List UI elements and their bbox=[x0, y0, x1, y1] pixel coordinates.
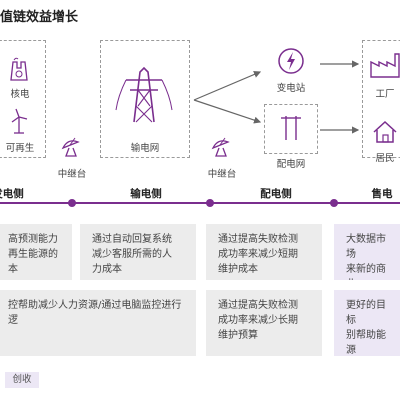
benefit-card: 高预测能力 再生能源的 本 bbox=[0, 224, 72, 280]
stage-header-transmission: 输电侧 bbox=[130, 188, 162, 200]
transmission-box bbox=[100, 40, 190, 158]
customer-arrows bbox=[320, 60, 360, 134]
benefit-card: 通过自动回复系统 减少客服所需的人 力成本 bbox=[80, 224, 196, 280]
timeline-dot bbox=[330, 199, 338, 207]
house-icon bbox=[373, 120, 397, 143]
benefit-text: 更好的目标 别帮助能源 售，实现盈利 bbox=[346, 300, 386, 356]
page-title: 值链效益增长 bbox=[0, 10, 79, 25]
distribution-box bbox=[264, 104, 318, 154]
legend-tag-revenue: 创收 bbox=[5, 372, 39, 388]
flow-arrows bbox=[193, 71, 262, 124]
stage-header-generation: 发电侧 bbox=[0, 188, 24, 200]
stage-header-distribution: 配电侧 bbox=[260, 188, 292, 200]
satellite-dish-icon bbox=[61, 137, 80, 157]
transmission-tower-icon bbox=[115, 66, 173, 123]
node-label-transmission: 输电网 bbox=[130, 143, 160, 154]
node-label-relay-left: 中继台 bbox=[57, 169, 87, 180]
timeline-dot bbox=[68, 199, 76, 207]
benefit-card: 更好的目标 别帮助能源 售，实现盈利 bbox=[334, 290, 400, 356]
benefit-text: 大数据市场 来新的商业 bbox=[346, 234, 386, 280]
benefit-card: 大数据市场 来新的商业 bbox=[334, 224, 400, 280]
generation-box bbox=[0, 40, 46, 158]
customers-box bbox=[362, 40, 400, 158]
benefit-text: 控帮助减少人力资源/通过电脑监控进行 逻 bbox=[8, 300, 182, 326]
distribution-pole-icon bbox=[281, 116, 301, 140]
benefit-card: 通过提高失败检测 成功率来减少短期 维护成本 bbox=[206, 224, 322, 280]
timeline-bar bbox=[0, 202, 400, 204]
node-label-distribution: 配电网 bbox=[276, 159, 306, 170]
stage-header-retail: 售电 bbox=[371, 188, 393, 200]
wind-turbine-icon bbox=[11, 108, 28, 134]
benefit-text: 通过提高失败检测 成功率来减少短期 维护成本 bbox=[218, 234, 298, 275]
node-label-relay-right: 中继台 bbox=[207, 169, 237, 180]
benefit-card: 通过提高失败检测 成功率来减少长期 维护预算 bbox=[206, 290, 322, 356]
node-label-residents: 居民 bbox=[375, 153, 395, 164]
factory-icon bbox=[370, 53, 400, 78]
benefit-text: 高预测能力 再生能源的 本 bbox=[8, 234, 58, 275]
node-label-substation: 变电站 bbox=[276, 83, 306, 94]
benefit-card: 控帮助减少人力资源/通过电脑监控进行 逻 bbox=[0, 290, 196, 356]
timeline-dot bbox=[206, 199, 214, 207]
node-label-nuclear: 核电 bbox=[10, 89, 30, 100]
node-label-factory: 工厂 bbox=[375, 89, 395, 100]
node-label-renewable: 可再生 bbox=[5, 143, 35, 154]
substation-icon bbox=[278, 48, 304, 74]
benefit-text: 通过提高失败检测 成功率来减少长期 维护预算 bbox=[218, 300, 298, 341]
nuclear-plant-icon bbox=[10, 57, 28, 81]
satellite-dish-icon bbox=[211, 137, 230, 157]
benefit-text: 通过自动回复系统 减少客服所需的人 力成本 bbox=[92, 234, 172, 275]
